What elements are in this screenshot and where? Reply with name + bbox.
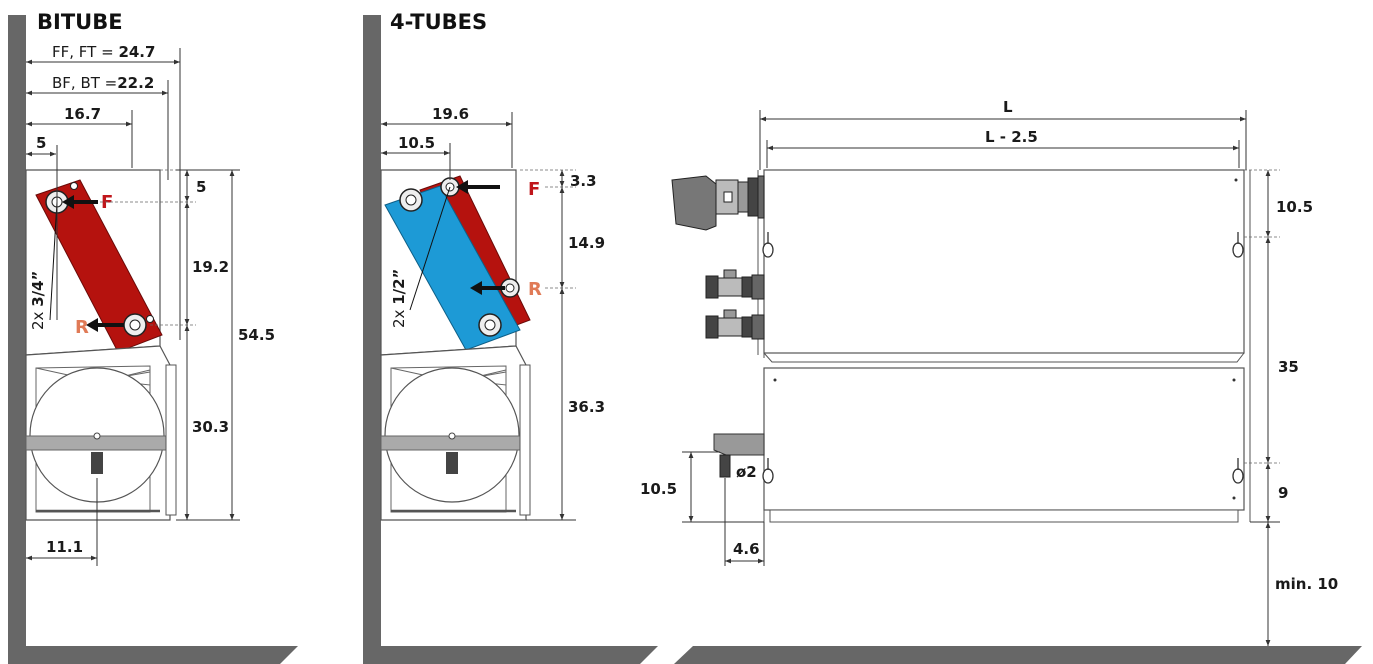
bitube-dim-5-horizontal: 5 (36, 134, 46, 152)
front-dim-min-10: min. 10 (1275, 575, 1338, 593)
bitube-title: BITUBE (37, 10, 123, 34)
front-valve-2 (705, 309, 765, 340)
bitube-conn-prefix: 2x (29, 307, 47, 330)
bitube-label-r: R (75, 317, 89, 338)
bitube-bf-bt-value: 22.2 (117, 74, 154, 92)
floor-bitube (8, 646, 298, 664)
bitube-dim-30-3: 30.3 (192, 418, 229, 436)
bitube-coil (35, 179, 163, 353)
front-dim-35: 35 (1278, 358, 1299, 376)
bitube-conn-size: 3/4” (29, 271, 47, 307)
4tubes-dim-19-6: 19.6 (432, 105, 469, 123)
front-dim-drain-diameter: ø2 (736, 463, 757, 481)
4tubes-conn-prefix: 2x (390, 305, 408, 328)
bitube-unit: F R (25, 169, 177, 521)
front-hanger-top-right (1232, 232, 1244, 258)
bitube-ff-ft-value: 24.7 (118, 43, 155, 61)
4tubes-label-f: F (528, 179, 540, 200)
front-dim-10-5-left: 10.5 (640, 480, 677, 498)
front-hanger-top-left (762, 232, 774, 258)
front-dimensions: L L - 2.5 10.5 35 9 min. 10 10.5 4.6 ø2 (640, 98, 1338, 646)
front-hanger-bottom-right (1232, 458, 1244, 484)
4tubes-drain (446, 452, 458, 474)
wall-shapes (8, 15, 1362, 664)
bitube-drain (91, 452, 103, 474)
front-drain-outlet (713, 433, 765, 478)
wall-bitube (8, 15, 26, 664)
front-hanger-bottom-left (762, 458, 774, 484)
bitube-dim-16-7: 16.7 (64, 105, 101, 123)
svg-text:2x 3/4”: 2x 3/4” (29, 271, 47, 330)
front-dim-10-5-right: 10.5 (1276, 198, 1313, 216)
floor-front (674, 646, 1362, 664)
svg-text:FF, FT = 24.7: FF, FT = 24.7 (52, 43, 155, 61)
front-lower-panel (763, 367, 1245, 511)
4tubes-coil-blue (384, 185, 521, 351)
bitube-dim-19-2: 19.2 (192, 258, 229, 276)
front-upper-panel (763, 169, 1245, 354)
bitube-ff-ft-label: FF, FT = (52, 43, 118, 61)
4tubes-dim-3-3: 3.3 (570, 172, 597, 190)
bitube-dim-5-vertical: 5 (196, 178, 206, 196)
front-unit (671, 169, 1251, 523)
wall-4tubes (363, 15, 381, 664)
front-dim-9: 9 (1278, 484, 1288, 502)
4tubes-dim-14-9: 14.9 (568, 234, 605, 252)
bitube-dim-11-1: 11.1 (46, 538, 83, 556)
front-dim-4-6: 4.6 (733, 540, 760, 558)
bitube-bf-bt-label: BF, BT = (52, 74, 117, 92)
front-valve-1 (705, 269, 765, 300)
4tubes-label-r: R (528, 279, 542, 300)
svg-text:BF, BT =22.2: BF, BT =22.2 (52, 74, 154, 92)
4tubes-dimensions: 19.6 10.5 3.3 14.9 36.3 2x 1/2” (381, 105, 605, 521)
4tubes-unit: F R (380, 169, 542, 521)
4tubes-dim-10-5: 10.5 (398, 134, 435, 152)
4tubes-title: 4-TUBES (390, 10, 487, 34)
bitube-dimensions: FF, FT = 24.7 BF, BT =22.2 16.7 5 5 19.2… (26, 43, 275, 566)
svg-text:2x 1/2”: 2x 1/2” (390, 269, 408, 328)
bitube-dim-54-5: 54.5 (238, 326, 275, 344)
bitube-label-f: F (101, 192, 113, 213)
front-actuator-valve (671, 175, 765, 231)
front-dim-l-minus: L - 2.5 (985, 128, 1038, 146)
4tubes-dim-36-3: 36.3 (568, 398, 605, 416)
front-dim-l: L (1003, 98, 1013, 116)
4tubes-conn-size: 1/2” (390, 269, 408, 305)
floor-4tubes (363, 646, 658, 664)
